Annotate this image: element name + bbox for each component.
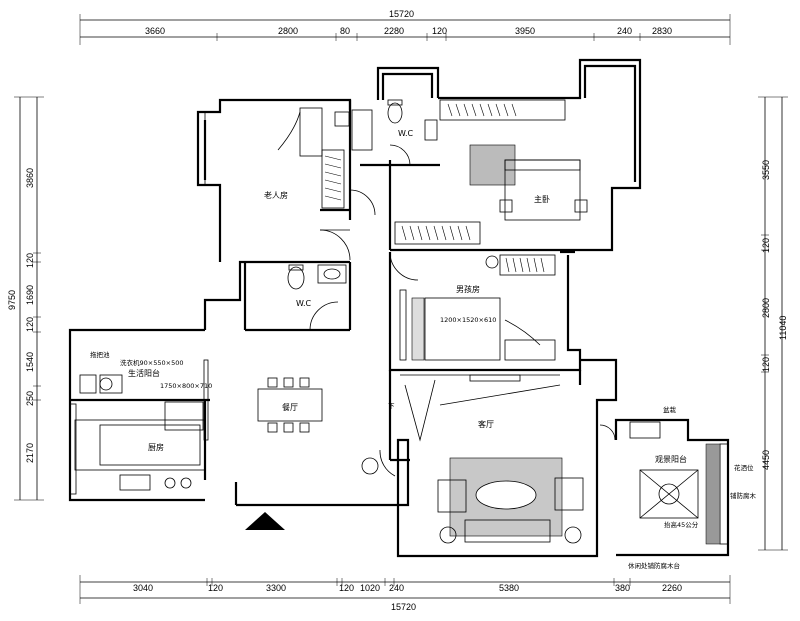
bottom-total-dimension: 15720 — [391, 602, 416, 612]
left-dim-4: 120 — [25, 317, 35, 332]
left-dim-3: 1690 — [25, 285, 35, 305]
bottom-dimension-lines: 3040 120 3300 120 1020 240 5380 380 2260… — [79, 575, 731, 612]
top-total-dimension: 15720 — [389, 9, 414, 19]
top-dim-6: 3950 — [515, 26, 535, 36]
top-dim-1: 3660 — [145, 26, 165, 36]
room-label-elder: 老人房 — [264, 190, 288, 200]
room-label-view-balcony: 观景阳台 — [655, 454, 687, 464]
room-label-boys: 男孩房 — [456, 284, 480, 294]
right-dim-3: 2800 — [761, 298, 771, 318]
annotation-planter: 盆栽 — [663, 405, 677, 414]
wardrobes — [321, 99, 566, 276]
left-dim-6: 250 — [25, 391, 35, 406]
bottom-dim-2: 120 — [208, 583, 223, 593]
annotation-washer: 洗衣机90×550×500 — [120, 358, 183, 367]
annotation-bed-size: 1200×1520×610 — [440, 316, 496, 324]
top-dim-7: 240 — [617, 26, 632, 36]
bottom-dim-3: 3300 — [266, 583, 286, 593]
right-dim-5: 4450 — [761, 450, 771, 470]
bottom-dim-4: 120 — [339, 583, 354, 593]
bottom-dim-9: 2260 — [662, 583, 682, 593]
top-dim-4: 2280 — [384, 26, 404, 36]
room-label-dining: 餐厅 — [282, 403, 298, 412]
top-dim-8: 2830 — [652, 26, 672, 36]
left-dim-7: 2170 — [25, 443, 35, 463]
annotation-stair-note: 休闲处铺防腐木台 — [628, 561, 680, 570]
bottom-dim-1: 3040 — [133, 583, 153, 593]
left-dim-5: 1540 — [25, 352, 35, 372]
annotation-anti-corrosion: 铺防腐木 — [730, 491, 757, 500]
bottom-dim-5: 1020 — [360, 583, 380, 593]
annotation-mop-sink: 拖把池 — [90, 350, 110, 359]
kitchen-furniture — [74, 374, 206, 491]
bottom-dim-6: 240 — [389, 583, 404, 593]
room-label-service-balcony: 生活阳台 — [128, 368, 160, 378]
left-dimension-lines: 9750 3860 120 1690 120 1540 250 2170 — [7, 96, 44, 501]
annotation-down: 下 — [388, 402, 395, 410]
entry-staircase — [245, 255, 561, 530]
view-balcony-furniture — [629, 421, 721, 545]
right-dim-4: 120 — [761, 357, 771, 372]
living-room-furniture — [437, 374, 584, 544]
top-dimension-lines: 15720 3660 2800 80 2280 120 3950 240 283… — [79, 9, 731, 45]
left-dim-1: 3860 — [25, 168, 35, 188]
doors — [309, 144, 616, 477]
room-label-wc-top: W.C — [398, 129, 414, 138]
left-dim-2: 120 — [25, 253, 35, 268]
top-dim-5: 120 — [432, 26, 447, 36]
room-label-wc-middle: W.C — [296, 299, 312, 308]
bottom-dim-8: 380 — [615, 583, 630, 593]
right-dimension-lines: 3550 120 2800 120 11040 4450 — [758, 96, 788, 551]
room-label-kitchen: 厨房 — [148, 442, 164, 452]
room-label-living: 客厅 — [478, 419, 494, 429]
bathroom-fixtures — [287, 99, 438, 290]
master-bed — [469, 144, 588, 221]
annotation-raised: 抬高45公分 — [664, 520, 699, 529]
top-dim-2: 2800 — [278, 26, 298, 36]
bottom-dim-7: 5380 — [499, 583, 519, 593]
right-dim-1: 3550 — [761, 160, 771, 180]
right-dim-2: 120 — [761, 238, 771, 253]
right-total-dimension: 11040 — [778, 316, 788, 340]
room-label-master: 主卧 — [534, 194, 550, 204]
top-dim-3: 80 — [340, 26, 350, 36]
exterior-walls — [68, 58, 730, 558]
dining-table — [257, 377, 323, 433]
elder-room-furniture — [277, 107, 350, 157]
annotation-wash-station: 花洒位 — [734, 463, 754, 472]
boys-room-furniture — [411, 297, 556, 361]
annotation-counter: 1750×800×710 — [160, 382, 212, 390]
left-total-dimension: 9750 — [7, 290, 17, 310]
